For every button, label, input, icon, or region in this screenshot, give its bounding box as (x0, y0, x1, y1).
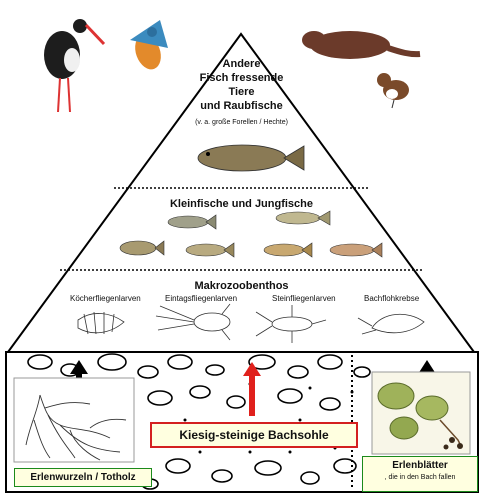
group-label-stonefly: Steinfliegenlarven (272, 294, 336, 303)
middle-tier-title: Kleinfische und Jungfische (0, 198, 483, 211)
bottom-tier-title: Makrozoobenthos (0, 280, 483, 293)
top-tier-line-1: Andere (0, 58, 483, 71)
top-tier-note: (v. a. große Forellen / Hechte) (0, 116, 483, 129)
top-tier-line-2: Fisch fressende (0, 72, 483, 85)
group-label-mayfly: Eintagsfliegenlarven (165, 294, 237, 303)
group-label-amphipod: Bachflohkrebse (364, 294, 419, 303)
leaves-label: Erlenblätter , die in den Bach fallen (362, 456, 478, 492)
leaves-label-title: Erlenblätter (363, 460, 477, 472)
leaves-label-sub: , die in den Bach fallen (363, 472, 477, 484)
otter-icon (302, 31, 420, 59)
top-tier-line-4: und Raubfische (0, 100, 483, 113)
group-label-caddisfly: Köcherfliegenlarven (70, 294, 141, 303)
top-tier-line-3: Tiere (0, 86, 483, 99)
roots-label: Erlenwurzeln / Totholz (14, 468, 152, 487)
roots-picture (14, 378, 134, 462)
center-label: Kiesig-steinige Bachsohle (150, 422, 358, 448)
